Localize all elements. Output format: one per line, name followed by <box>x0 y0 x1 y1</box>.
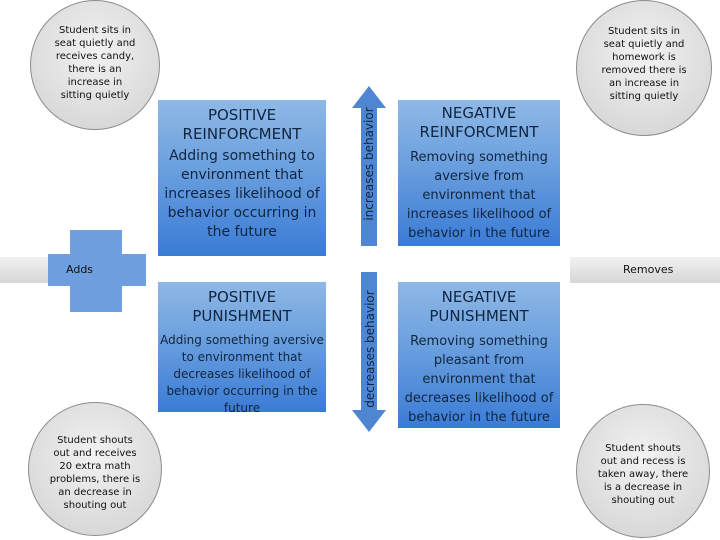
decreases-arrow <box>352 272 386 432</box>
positive-punishment-panel: POSITIVE PUNISHMENT Adding something ave… <box>158 282 326 415</box>
down-arrow-icon <box>352 272 386 432</box>
increases-behavior-label: increases behavior <box>362 107 376 221</box>
up-arrow-icon <box>352 86 386 246</box>
negative-reinforcement-panel: NEGATIVE REINFORCMENT Removing something… <box>398 100 560 246</box>
example-bottom-right-text: Student shouts out and recess is taken a… <box>597 442 689 506</box>
removes-bar <box>570 257 720 283</box>
positive-reinforcement-title: POSITIVE REINFORCMENT <box>182 106 302 143</box>
increases-arrow <box>352 86 386 246</box>
positive-reinforcement-panel: POSITIVE REINFORCMENT Adding something t… <box>158 100 326 256</box>
negative-reinforcement-desc: Removing something aversive from environ… <box>406 150 552 241</box>
positive-punishment-desc: Adding something aversive to environment… <box>160 333 324 415</box>
negative-punishment-desc: Removing something pleasant from environ… <box>404 334 554 425</box>
positive-reinforcement-desc: Adding something to environment that inc… <box>164 148 320 240</box>
example-circle-bottom-left: Student shouts out and receives 20 extra… <box>28 402 162 536</box>
example-circle-top-left: Student sits in seat quietly and receive… <box>30 0 160 130</box>
example-bottom-left-text: Student shouts out and receives 20 extra… <box>49 435 141 511</box>
example-circle-top-right: Student sits in seat quietly and homewor… <box>576 0 712 136</box>
example-circle-bottom-right: Student shouts out and recess is taken a… <box>576 404 710 538</box>
negative-reinforcement-title: NEGATIVE REINFORCMENT <box>419 104 539 141</box>
negative-punishment-panel: NEGATIVE PUNISHMENT Removing something p… <box>398 282 560 428</box>
example-top-left-text: Student sits in seat quietly and receive… <box>54 25 136 101</box>
removes-label: Removes <box>623 263 674 276</box>
example-top-right-text: Student sits in seat quietly and homewor… <box>601 26 687 102</box>
adds-label: Adds <box>66 263 94 276</box>
positive-punishment-title: POSITIVE PUNISHMENT <box>192 288 292 325</box>
negative-punishment-title: NEGATIVE PUNISHMENT <box>429 288 529 325</box>
plus-icon-horizontal <box>48 254 146 286</box>
decreases-behavior-label: decreases behavior <box>363 290 377 408</box>
